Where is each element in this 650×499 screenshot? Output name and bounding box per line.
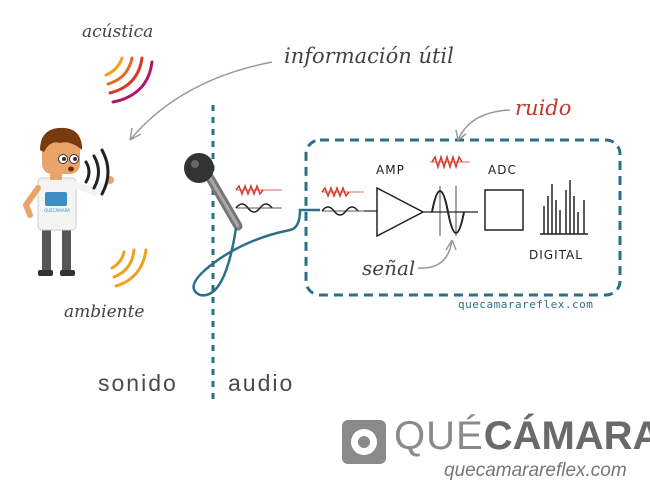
signal-label: señal (362, 256, 416, 280)
signal-arrow (417, 239, 457, 269)
mic-signal-wave (235, 183, 282, 213)
voice-waves-icon (84, 148, 110, 196)
input-signal-wave (321, 185, 364, 216)
audio-label: audio (228, 370, 295, 396)
system-box (304, 138, 622, 297)
microphone-cable (192, 208, 320, 297)
ambient-label: ambiente (64, 302, 145, 322)
microphone-icon (184, 153, 243, 231)
person-figure (22, 127, 114, 276)
adc-label: ADC (488, 163, 517, 177)
adc-box-icon (484, 189, 524, 231)
shirt-logo-icon (45, 192, 67, 206)
amplified-signal-wave (430, 186, 478, 236)
logo-wordmark: QUÉCÁMARA (394, 414, 650, 459)
digital-signal-icon (540, 180, 588, 235)
shirt-logo-text: QUÉCÁMARA (44, 208, 70, 213)
noise-wave (430, 154, 470, 170)
useful-info-label: información útil (284, 44, 454, 68)
system-url: quecamarareflex.com (458, 298, 594, 311)
logo-que: QUÉ (394, 414, 484, 458)
noise-arrow (455, 109, 511, 141)
ambient-waves-icon (110, 248, 148, 288)
sound-label: sonido (98, 370, 178, 396)
noise-label: ruido (515, 96, 572, 120)
acoustic-waves-icon (104, 56, 154, 104)
info-arrow (129, 61, 273, 141)
amp-label: AMP (376, 163, 405, 177)
amp-triangle-icon (376, 186, 425, 238)
acoustic-label: acústica (82, 22, 154, 42)
digital-label: DIGITAL (529, 248, 583, 262)
quecamara-logo-icon (342, 420, 386, 464)
logo-url: quecamarareflex.com (444, 460, 627, 481)
logo-camara: CÁMARA (483, 414, 650, 458)
